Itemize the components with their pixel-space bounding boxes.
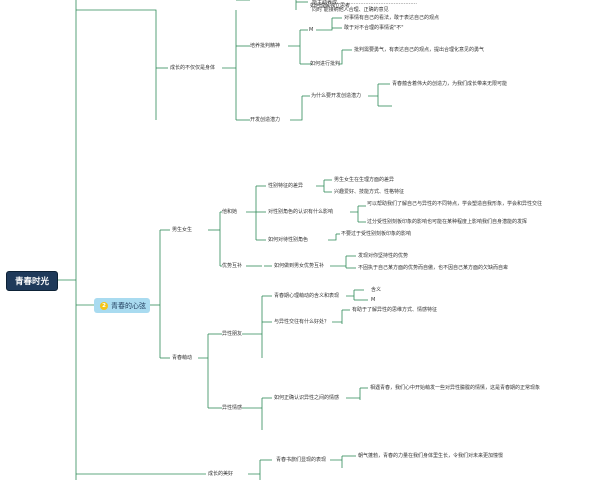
node-m-a[interactable]: 对事情有自己的看法，敢于表达自己的观点	[344, 15, 440, 21]
node-how-affection-a[interactable]: 相遇青春，我们心中开始萌发一些对异性朦胧的情愫，这是青春期的正常现象	[370, 385, 541, 391]
node-treat-role-a[interactable]: 不要过于受性别刻板印象的影响	[341, 231, 412, 237]
node-boys-girls[interactable]: 男生女生	[172, 227, 193, 233]
node-top1[interactable]: 能主动养成…………………………………………	[312, 0, 418, 6]
node-how-critique-a[interactable]: 批判需要勇气，有表达自己的观点，提出合理化意见的勇气	[354, 47, 485, 53]
node-youth-awakening[interactable]: 青春萌动	[172, 355, 193, 361]
node-how-affection[interactable]: 如何正确认识异性之间的情感	[274, 395, 340, 401]
node-opposite-friends[interactable]: 异性朋友	[222, 331, 243, 337]
node-complementary[interactable]: 优势互补	[222, 263, 243, 269]
node-gender-diff-a[interactable]: 男生女生在生理方面的差异	[334, 177, 395, 183]
node-how-critique[interactable]: 如何进行批判	[310, 61, 341, 67]
node-not-only-body[interactable]: 成长的不仅仅是身体	[170, 65, 216, 71]
node-growth-beauty[interactable]: 成长的美好	[208, 471, 234, 477]
node-gender-diff[interactable]: 性别特征的差异	[268, 183, 304, 189]
branch-label: 青春的心弦	[111, 301, 146, 310]
node-how-complement-a[interactable]: 发现对你坚持性的优势	[358, 253, 409, 259]
node-role-influence[interactable]: 对性别角色的认识有什么影响	[268, 209, 334, 215]
node-he-and-she[interactable]: 他和她	[222, 209, 238, 215]
node-accept-opinions[interactable]: 同时 能接纳他人合理、正确的意见	[312, 7, 389, 13]
node-youth-gift[interactable]: 青春书旅们显现的表现	[276, 457, 327, 463]
number-badge-icon: 2	[100, 301, 108, 310]
node-why-creative[interactable]: 为什么要开发创造潜力	[311, 93, 362, 99]
node-role-b[interactable]: 过分受性别刻板印象的影响也可能在某种程度上影响我们自身潜能的发挥	[367, 219, 528, 225]
node-m[interactable]: M	[309, 27, 314, 33]
node-youth-gift-a[interactable]: 朝气蓬勃，青春的力量在我们身体里生长，令我们对未来更加憧憬	[358, 453, 504, 459]
node-meaning-a[interactable]: 含义	[371, 287, 382, 293]
node-m-b[interactable]: 敢于对不合理的事情说"不"	[344, 25, 404, 31]
node-treat-role[interactable]: 如何对待性别角色	[268, 237, 309, 243]
node-opposite-affection[interactable]: 异性情感	[222, 405, 243, 411]
node-independent-thinking[interactable]: 如何理解独立思考	[310, 3, 351, 9]
node-benefit[interactable]: 与异性交往有什么好处？	[274, 319, 330, 325]
node-benefit-a[interactable]: 有助于了解异性的思维方式、情感特征	[352, 307, 438, 313]
node-why-creative-a[interactable]: 青春蕴含着伟大的创造力，为我们成长带来无限可能	[392, 81, 508, 87]
branch-node-heart-strings[interactable]: 2 青春的心弦	[94, 298, 150, 313]
root-node[interactable]: 青春时光	[6, 271, 58, 291]
node-gender-diff-b[interactable]: 兴趣爱好、技能方式、性格特征	[334, 189, 405, 195]
node-role-a[interactable]: 可以帮助我们了解自己与异性的不同特点，学会塑造自我形象，学会和异性交往	[367, 201, 543, 207]
node-how-complement-b[interactable]: 不固执于自己某方面的优势而自傲，也不因自己某方面的欠缺而自卑	[358, 265, 509, 271]
node-how-complement[interactable]: 如何做到男女优势互补	[274, 263, 325, 269]
node-creative-potential[interactable]: 开发创造潜力	[250, 117, 281, 123]
node-meaning-b[interactable]: M	[371, 297, 376, 303]
node-meaning[interactable]: 青春期心理萌动的含义和表现	[274, 293, 340, 299]
node-critical-spirit[interactable]: 培养批判精神	[250, 43, 281, 49]
